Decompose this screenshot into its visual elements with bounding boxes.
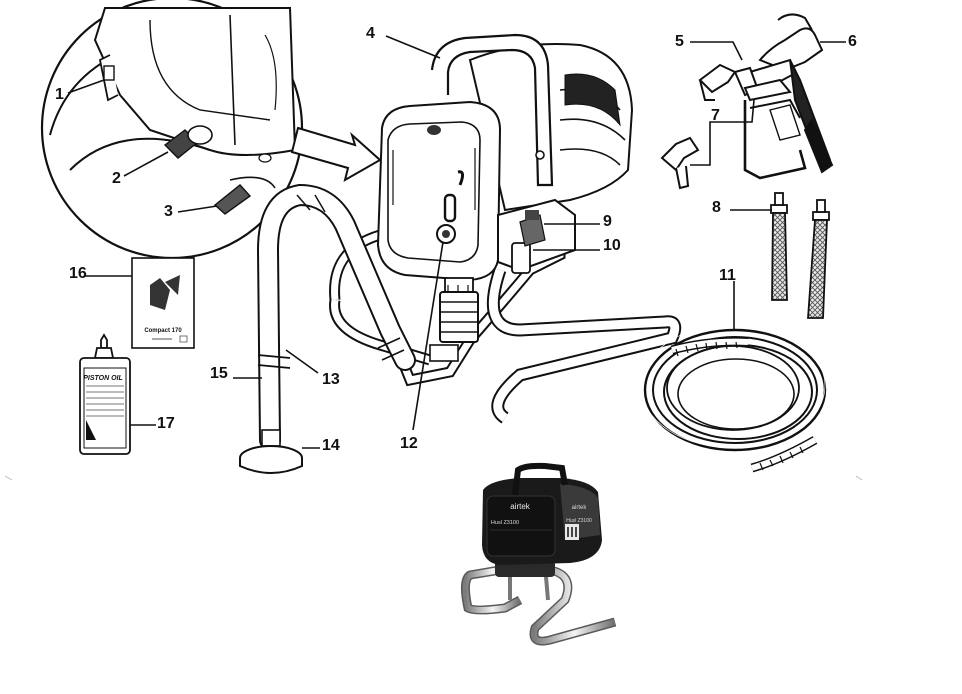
- callout-9: 9: [603, 213, 612, 230]
- callout-10: 10: [603, 237, 621, 254]
- callout-6: 6: [848, 33, 857, 50]
- spray-hose: [640, 323, 827, 473]
- callout-16: 16: [69, 265, 87, 282]
- callout-12: 12: [400, 435, 418, 452]
- callout-1: 1: [55, 86, 64, 103]
- detail-arrow: [290, 126, 382, 183]
- oil-label: PISTON OIL: [83, 375, 123, 382]
- piston-oil-bottle: PISTON OIL: [79, 333, 131, 455]
- gun-filters: [770, 192, 830, 319]
- product-photo: airtek Husl Z3100 airtek Husl Z3100: [460, 462, 617, 646]
- photo-model: Husl Z3100: [491, 520, 519, 526]
- detail-magnifier: [40, 0, 304, 260]
- filter-stand: [239, 445, 303, 474]
- sprayer-unit: [329, 33, 682, 424]
- callout-11: 11: [719, 267, 736, 284]
- callout-5: 5: [675, 33, 684, 50]
- manual-booklet: Compact 170: [131, 257, 195, 349]
- callout-17: 17: [157, 415, 175, 432]
- callout-8: 8: [712, 199, 721, 216]
- callout-3: 3: [164, 203, 173, 220]
- callout-7: 7: [711, 107, 720, 124]
- callout-4: 4: [366, 25, 375, 42]
- leader-lines: [67, 35, 846, 449]
- manual-title: Compact 170: [144, 328, 182, 334]
- callout-14: 14: [322, 437, 340, 454]
- spray-gun: [660, 13, 834, 190]
- photo-brand-side: airtek: [572, 505, 588, 511]
- callout-2: 2: [112, 170, 121, 187]
- photo-brand: airtek: [510, 502, 531, 511]
- callout-15: 15: [210, 365, 228, 382]
- frame-corners: [4, 475, 863, 481]
- photo-model-side: Husl Z3100: [566, 518, 592, 524]
- callout-13: 13: [322, 371, 340, 388]
